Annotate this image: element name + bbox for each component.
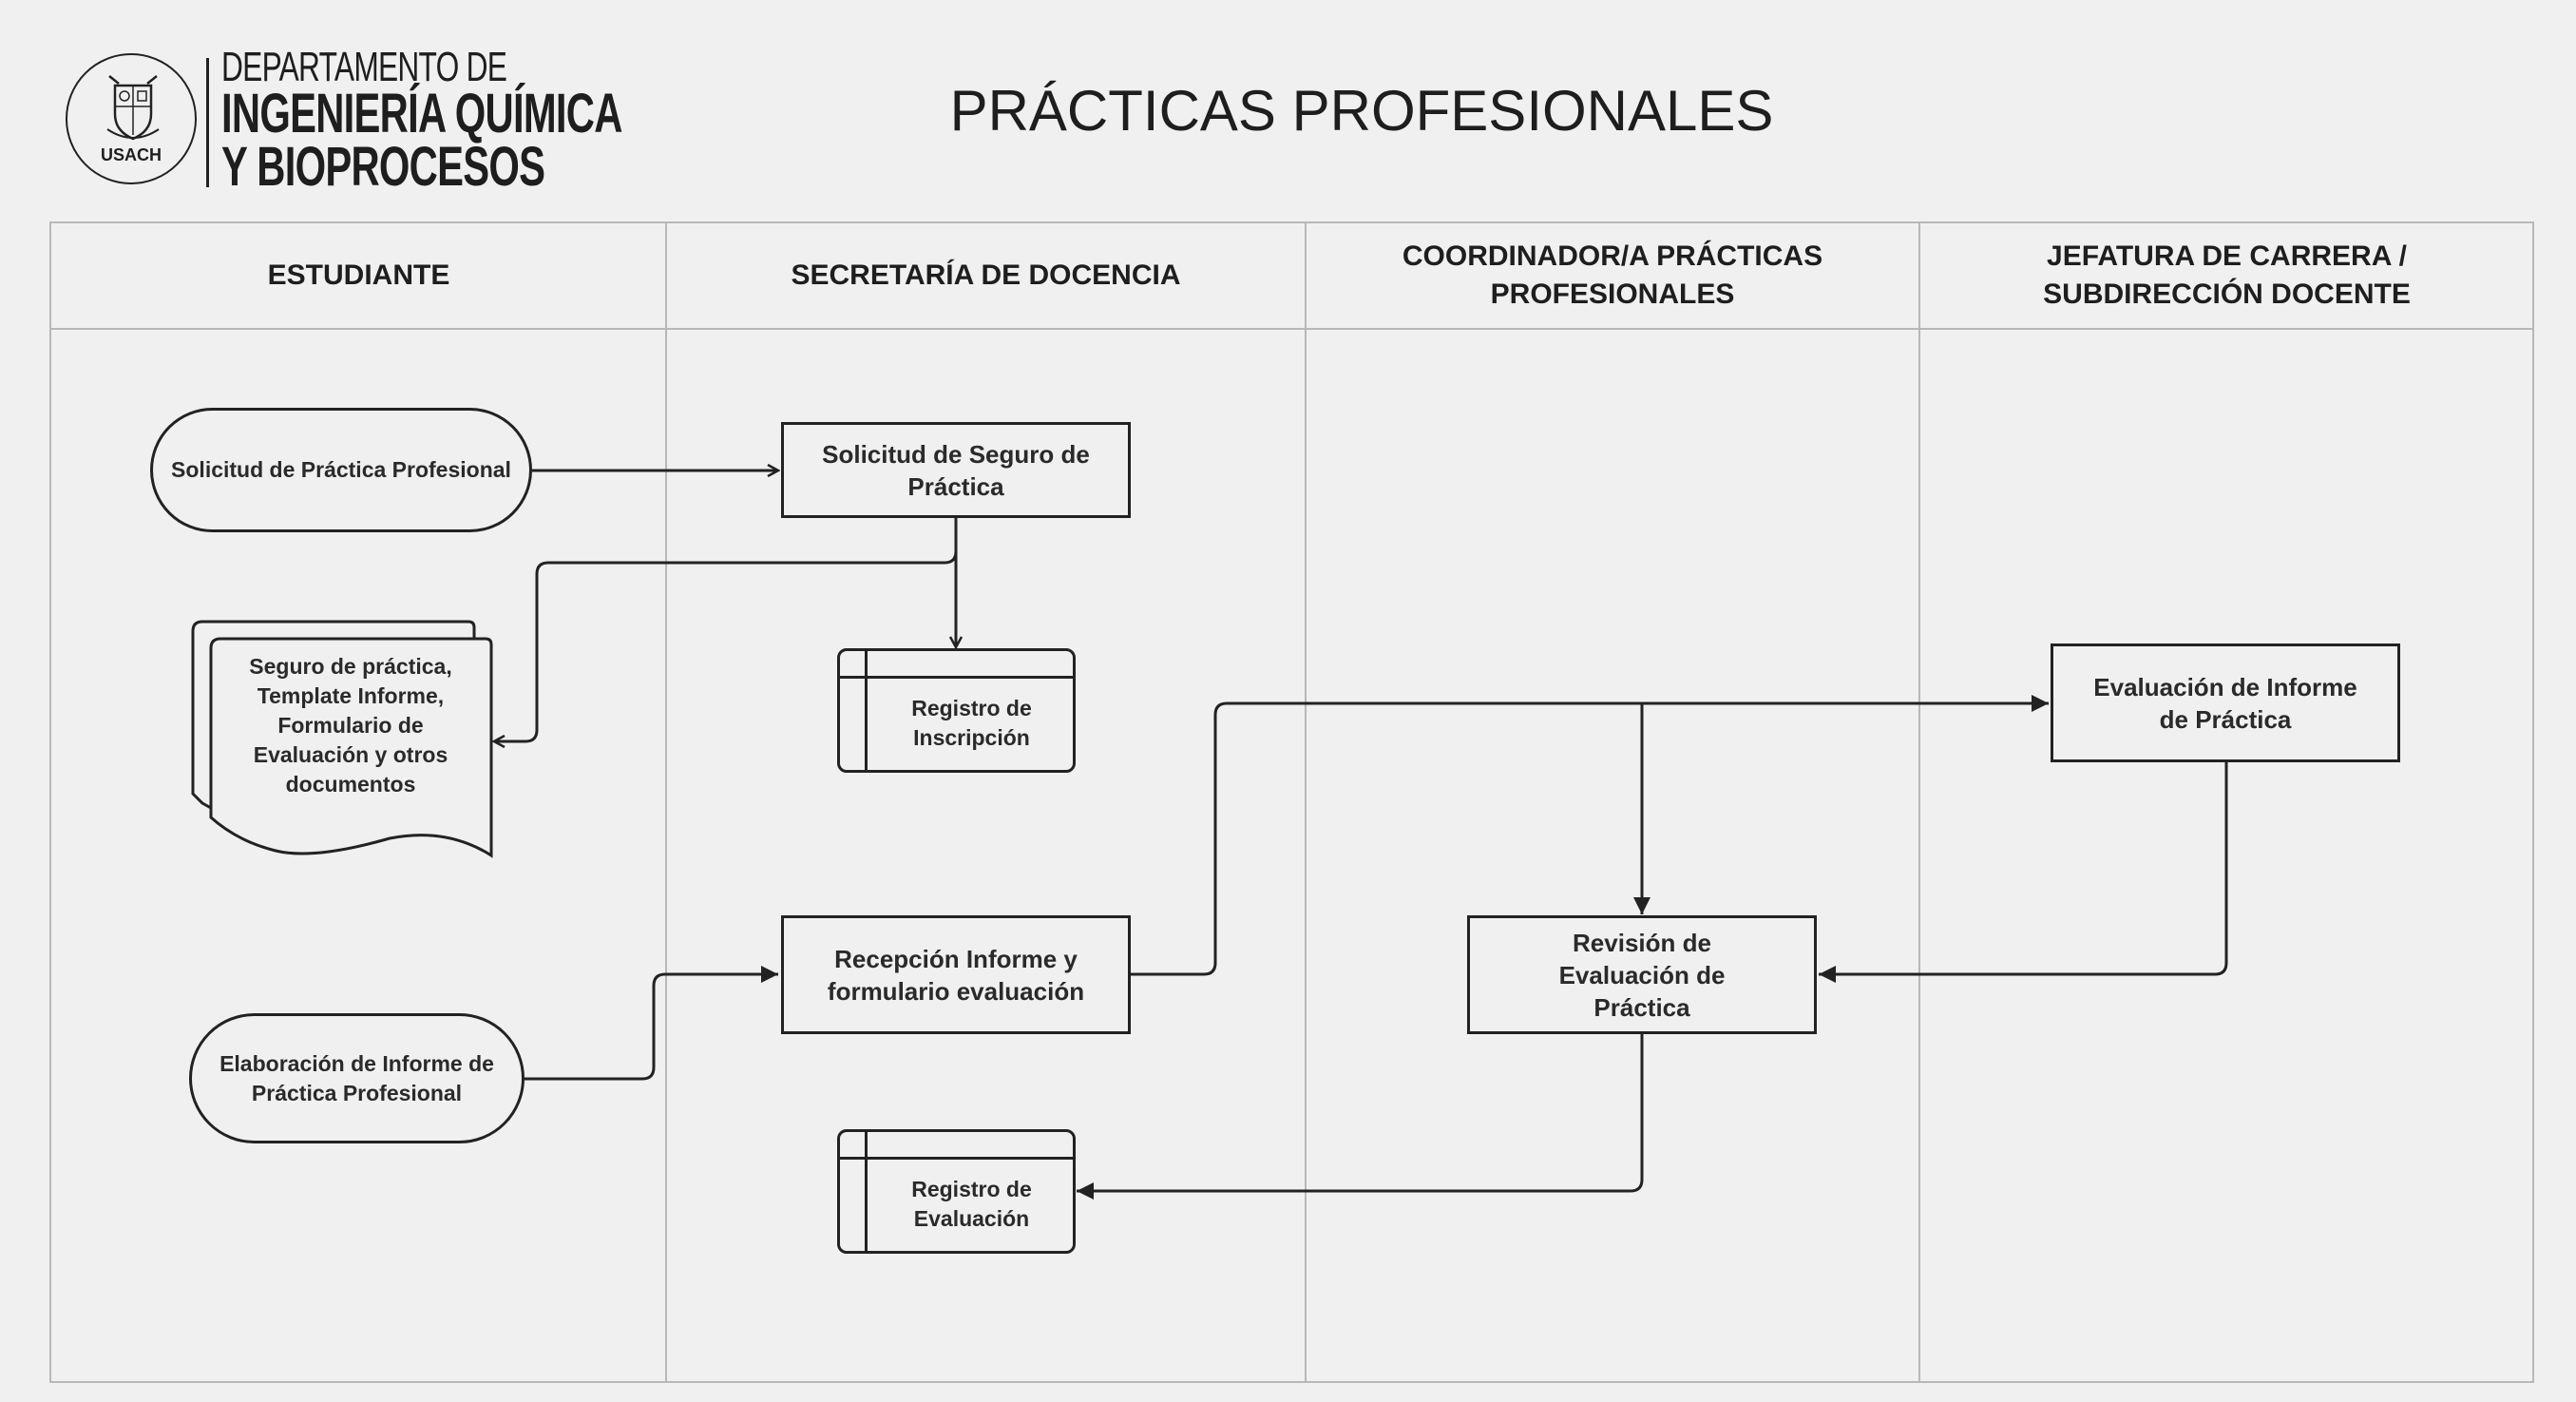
document-documentos-practica: Seguro de práctica, Template Informe, Fo… [249, 654, 452, 797]
crest-icon [106, 75, 160, 141]
logo-line-ingenieria: INGENIERÍA QUÍMICA [221, 83, 622, 144]
terminal-elaboracion-informe: Elaboración de Informe de Práctica Profe… [189, 1013, 525, 1143]
process-recepcion-informe: Recepción Informe y formulario evaluació… [781, 915, 1131, 1034]
datastore-registro-inscripcion: Registro de Inscripción [837, 648, 1076, 773]
lane-divider [665, 223, 667, 1381]
arrow-seguro-to-documentos [494, 550, 958, 741]
arrow-recepcion-to-evaluacion [1131, 695, 2049, 976]
process-solicitud-seguro: Solicitud de Seguro de Práctica [781, 422, 1131, 518]
lane-header-secretaria: SECRETARÍA DE DOCENCIA [666, 223, 1306, 330]
lane-divider [1305, 223, 1307, 1381]
arrow-elaboracion-to-recepcion [525, 966, 778, 1081]
logo-line-department: DEPARTAMENTO DE [221, 44, 507, 90]
datastore-registro-evaluacion: Registro de Evaluación [837, 1129, 1076, 1254]
documents-shape [191, 620, 493, 858]
swimlane-table: ESTUDIANTE SECRETARÍA DE DOCENCIA COORDI… [49, 221, 2534, 1383]
lane-header-coordinador: COORDINADOR/A PRÁCTICAS PROFESIONALES [1306, 223, 1919, 330]
logo-line-bioprocesos: Y BIOPROCESOS [221, 136, 545, 198]
page-title: PRÁCTICAS PROFESIONALES [949, 79, 1774, 143]
process-evaluacion-informe: Evaluación de Informe de Práctica [2051, 643, 2400, 762]
seal-text: USACH [100, 145, 162, 164]
logo-divider [206, 58, 209, 187]
lane-header-estudiante: ESTUDIANTE [51, 223, 666, 330]
process-revision-evaluacion: Revisión de Evaluación de Práctica [1467, 915, 1817, 1034]
arrow-evaluacion-to-revision [1819, 762, 2228, 983]
lane-header-jefatura: JEFATURA DE CARRERA / SUBDIRECCIÓN DOCEN… [1919, 223, 2534, 330]
usach-seal-logo: USACH [66, 53, 197, 184]
lane-divider [1918, 223, 1920, 1381]
arrow-revision-to-registro-evaluacion [1077, 1034, 1644, 1200]
terminal-solicitud-practica: Solicitud de Práctica Profesional [150, 408, 532, 532]
